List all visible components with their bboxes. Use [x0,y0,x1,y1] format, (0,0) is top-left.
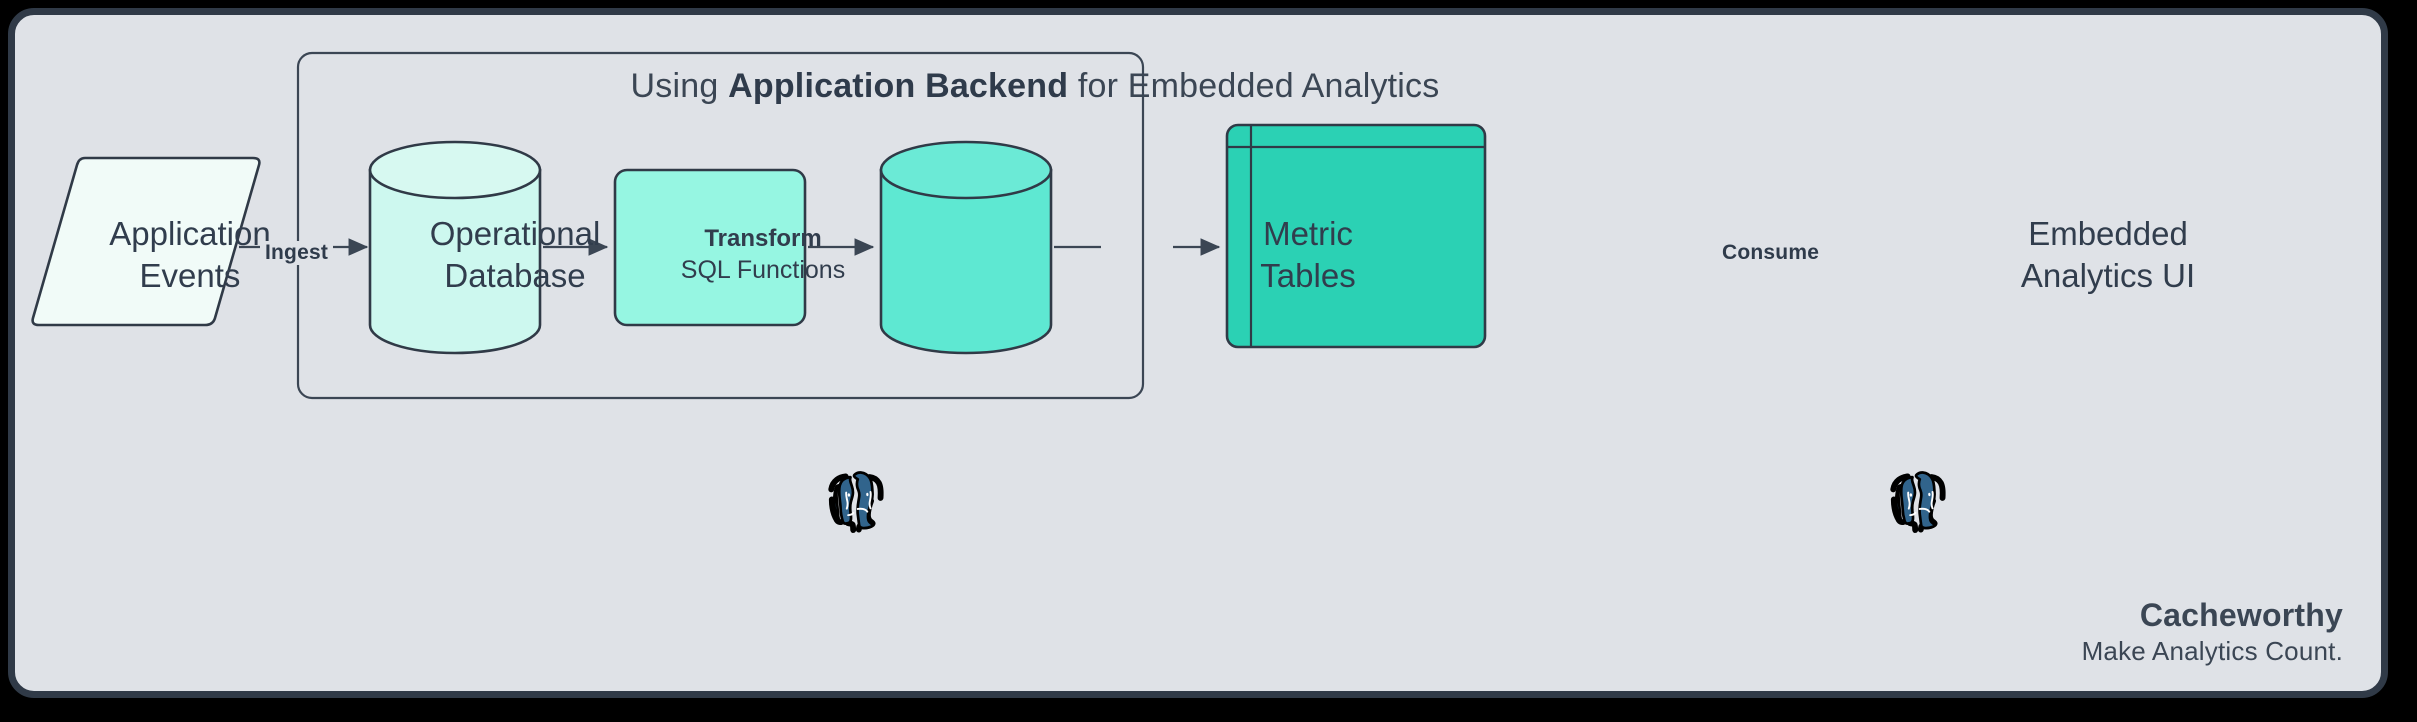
group-title-suffix: for Embedded Analytics [1068,67,1440,105]
diagram-canvas: Using Application Backend for Embedded A… [15,15,2381,691]
group-title-prefix: Using [630,67,729,105]
edge-label-ingest: Ingest [260,241,334,265]
metric-tables-shape[interactable] [879,140,1053,355]
application-events-shape[interactable] [31,156,261,327]
brand-name: Cacheworthy [2139,597,2343,634]
shapes-layer [31,51,1487,400]
group-container-box [296,51,1145,400]
diagram-frame: Using Application Backend for Embedded A… [8,8,2388,698]
transform-shape[interactable] [613,168,807,327]
edge-label-consume: Consume [1717,241,1825,265]
group-title: Using Application Backend for Embedded A… [315,67,1755,106]
embedded-analytics-ui-shape[interactable] [1225,123,1487,349]
operational-database-shape[interactable] [368,140,542,355]
brand-tagline: Make Analytics Count. [2081,636,2343,667]
brand-block: Cacheworthy Make Analytics Count. [2082,595,2343,669]
group-title-emphasis: Application Backend [728,67,1069,105]
